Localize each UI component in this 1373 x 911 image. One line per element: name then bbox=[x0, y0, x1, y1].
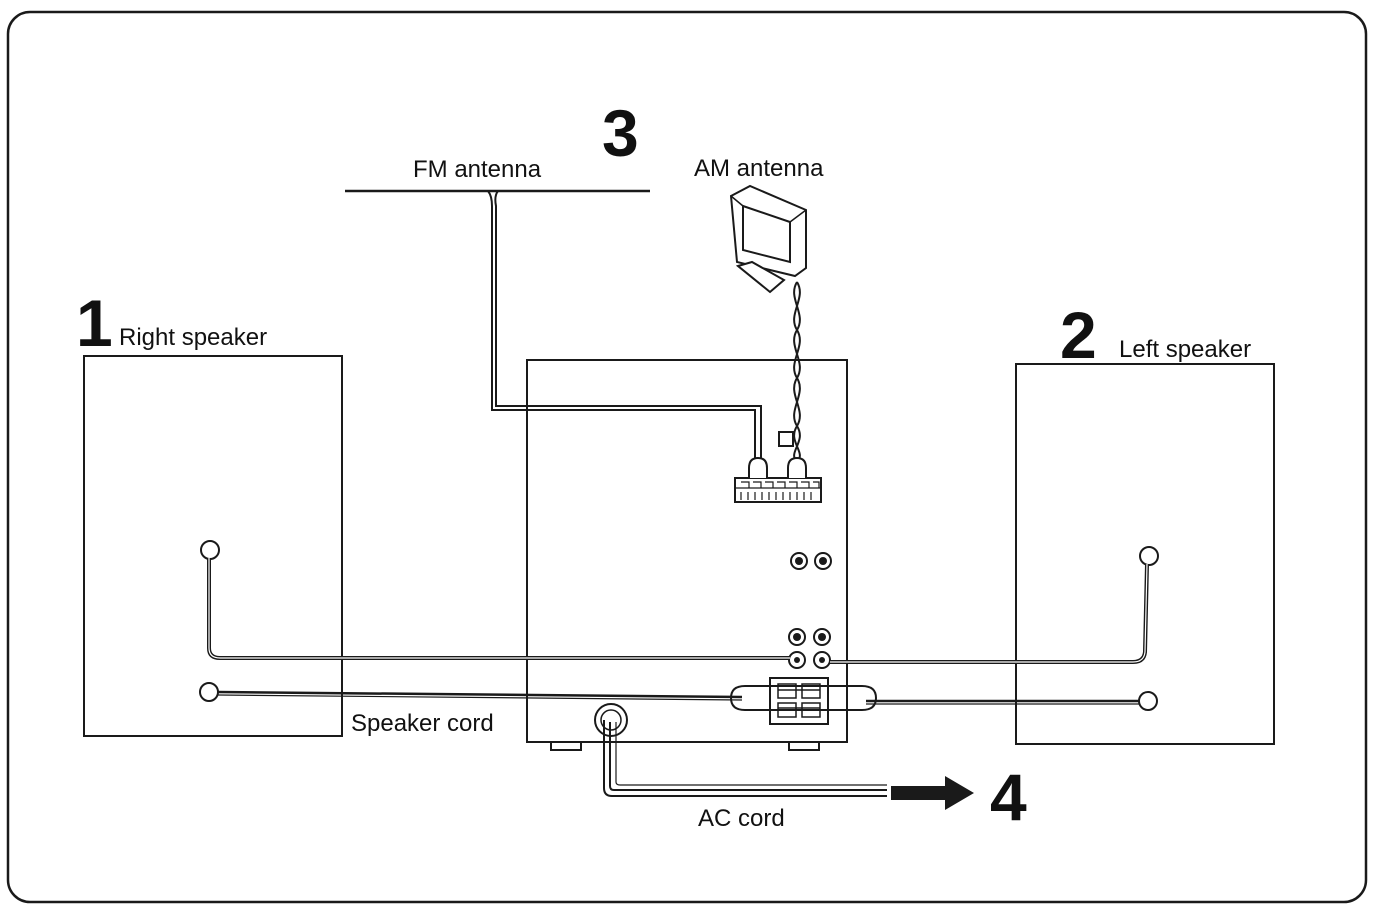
fm-antenna-label: FM antenna bbox=[413, 156, 542, 183]
audio-jacks-lower bbox=[788, 628, 831, 646]
speaker-cords bbox=[207, 558, 1149, 711]
ground-tab bbox=[778, 431, 794, 447]
right-speaker bbox=[83, 355, 343, 737]
arrow-to-step-4 bbox=[891, 776, 974, 810]
step-2-number: 2 bbox=[1060, 298, 1097, 372]
main-unit bbox=[526, 359, 848, 751]
ac-cord bbox=[603, 720, 887, 797]
right-speaker-label: Right speaker bbox=[119, 324, 267, 351]
speaker-cord-sleeve bbox=[729, 685, 878, 711]
main-unit-foot-left bbox=[550, 741, 582, 751]
step-1-number: 1 bbox=[76, 286, 113, 360]
antenna-terminal-block bbox=[734, 477, 822, 503]
diagram-frame bbox=[6, 10, 1368, 904]
ac-cord-label: AC cord bbox=[698, 805, 785, 832]
am-antenna-label: AM antenna bbox=[694, 155, 824, 182]
right-speaker-terminal-bottom bbox=[199, 682, 219, 702]
main-unit-foot-right bbox=[788, 741, 820, 751]
right-speaker-terminal-top bbox=[200, 540, 220, 560]
speaker-connector-block bbox=[769, 677, 829, 725]
left-speaker bbox=[1015, 363, 1275, 745]
step-4-number: 4 bbox=[990, 760, 1027, 834]
right-speaker-box bbox=[83, 355, 343, 737]
left-speaker-label: Left speaker bbox=[1119, 336, 1251, 363]
audio-jacks-upper bbox=[790, 552, 832, 570]
step-3-number: 3 bbox=[602, 96, 639, 170]
speaker-cord-label: Speaker cord bbox=[351, 710, 494, 737]
left-speaker-terminal-top bbox=[1139, 546, 1159, 566]
speaker-plug-jacks bbox=[788, 651, 831, 669]
left-speaker-terminal-bottom bbox=[1138, 691, 1158, 711]
fm-antenna bbox=[345, 189, 768, 478]
am-antenna bbox=[729, 184, 807, 478]
